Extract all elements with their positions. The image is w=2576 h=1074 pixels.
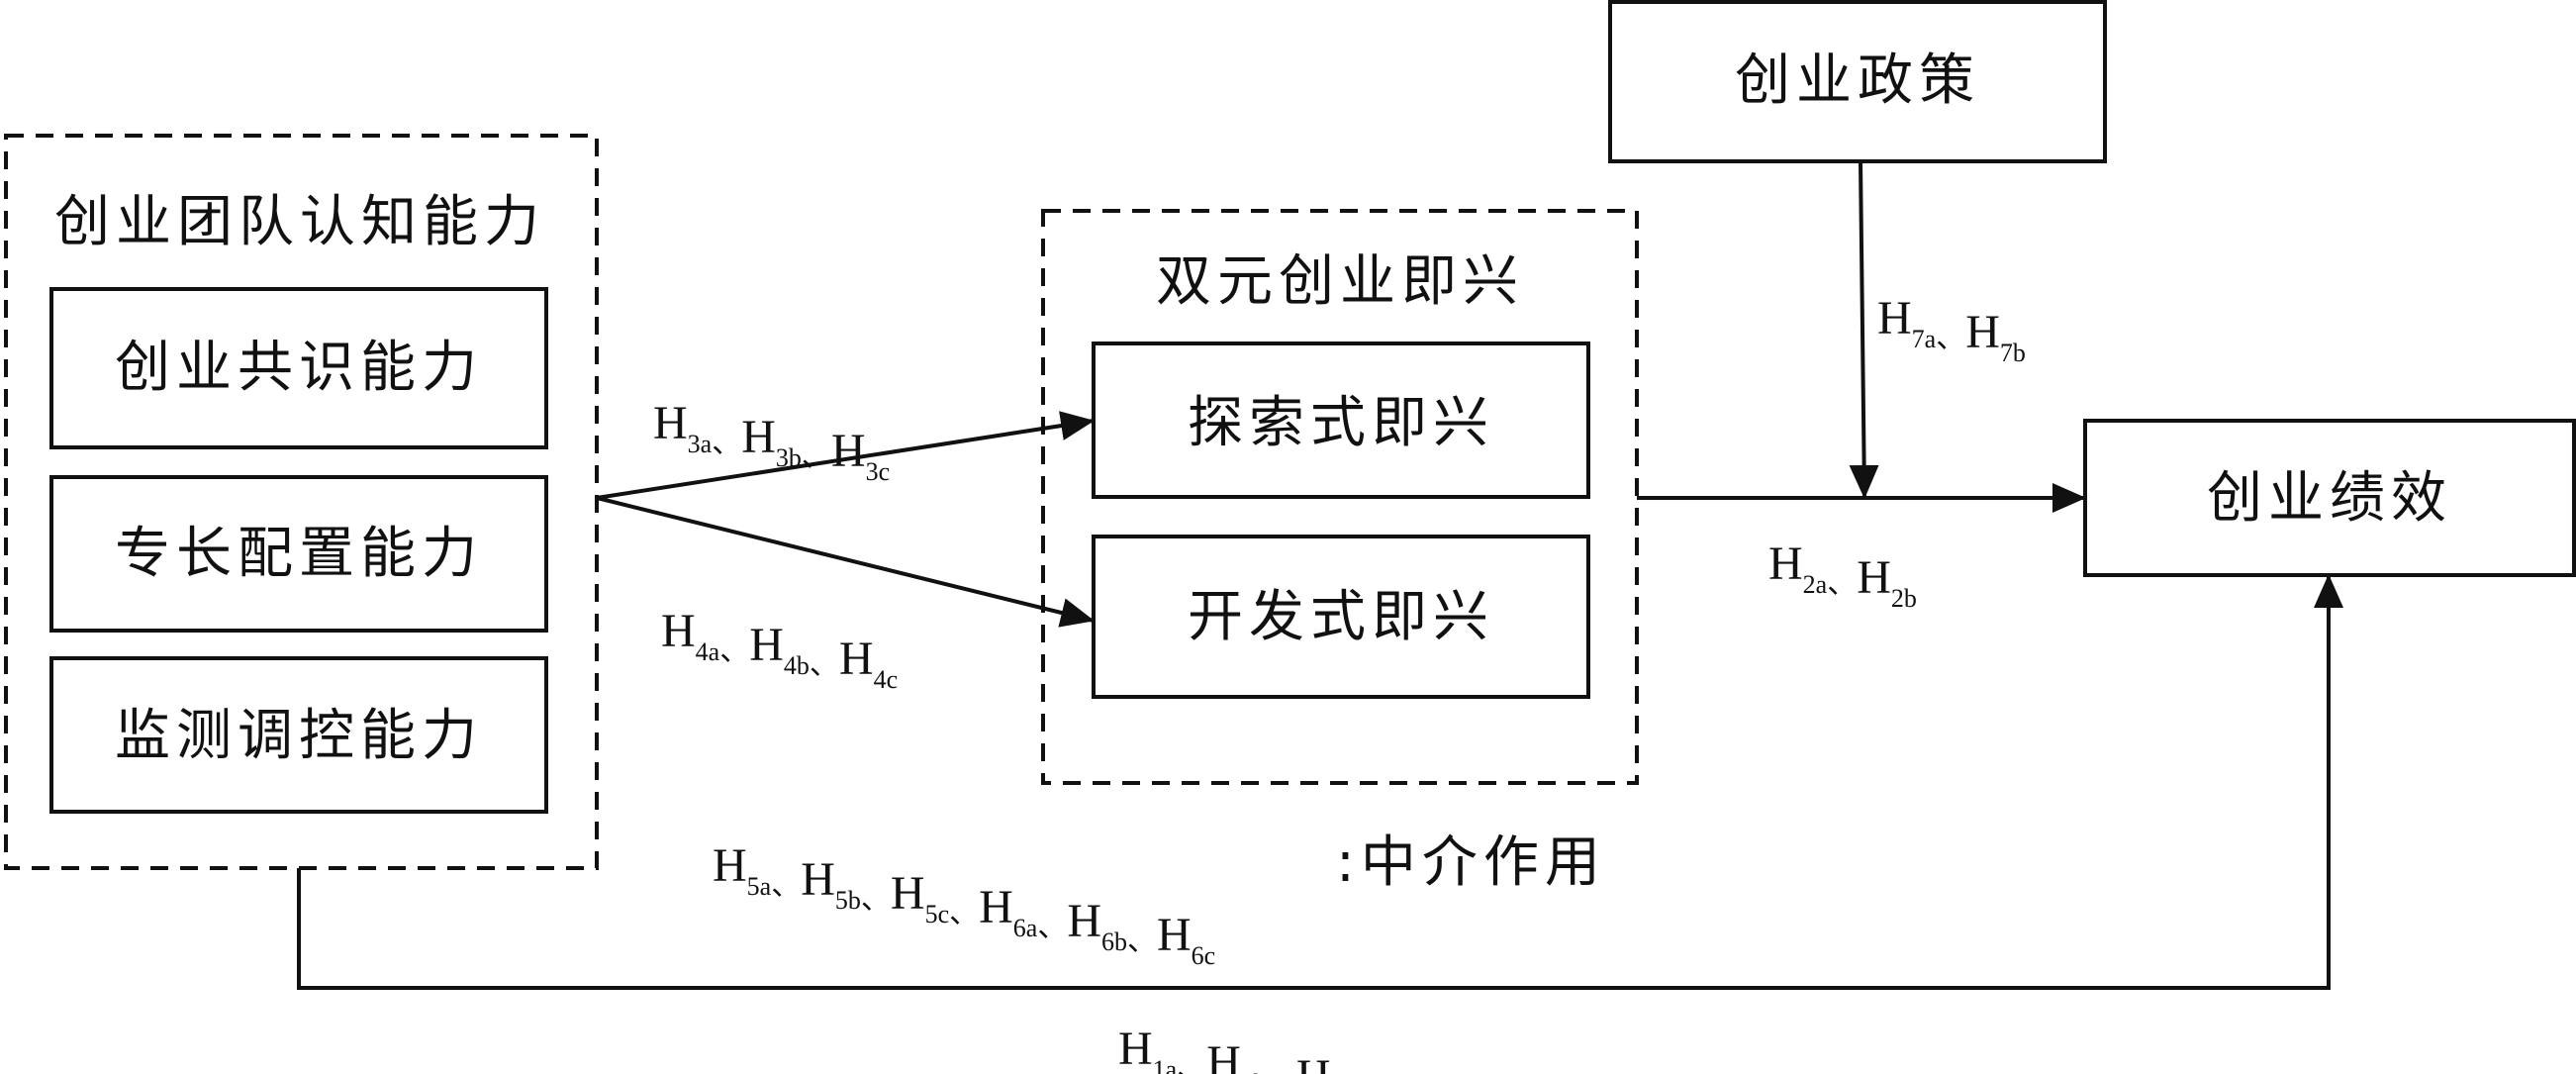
hypothesis-subscript: 1b xyxy=(1241,1069,1267,1074)
hypothesis-letter: H xyxy=(1118,1023,1153,1074)
hypothesis-separator: 、 xyxy=(719,634,749,668)
hypothesis-separator: 、 xyxy=(771,868,801,903)
hypothesis-letter: H xyxy=(1206,1036,1241,1074)
hypothesis-subscript: 5b xyxy=(835,886,861,915)
consensus-ability-label: 创业共识能力 xyxy=(115,336,483,400)
mediation-note: :中介作用 xyxy=(1336,830,1606,895)
hypothesis-letter: H xyxy=(801,853,835,906)
hypothesis-separator: 、 xyxy=(861,882,891,917)
hypothesis-h2-label: H2a、H2b xyxy=(1768,537,1917,613)
hypothesis-letter: H xyxy=(839,633,874,685)
hypothesis-letter: H xyxy=(1877,292,1912,344)
hypothesis-separator: 、 xyxy=(1936,321,1965,355)
hypothesis-subscript: 6c xyxy=(1192,941,1216,970)
policy-box xyxy=(1608,0,2107,163)
hypothesis-separator: 、 xyxy=(949,896,979,930)
hypothesis-h1-label: H1a、H1b、H1c xyxy=(1118,1023,1355,1074)
hypothesis-subscript: 4c xyxy=(874,665,899,694)
hypothesis-separator: 、 xyxy=(802,439,831,474)
hypothesis-subscript: 6a xyxy=(1013,914,1038,942)
hypothesis-subscript: 4a xyxy=(696,637,720,666)
hypothesis-letter: H xyxy=(741,411,776,463)
hypothesis-subscript: 3c xyxy=(866,457,891,486)
hypothesis-letter: H xyxy=(891,867,925,920)
hypothesis-separator: 、 xyxy=(1177,1051,1206,1074)
hypothesis-subscript: 6b xyxy=(1101,928,1127,956)
hypothesis-separator: 、 xyxy=(1127,924,1157,958)
hypothesis-h4-label: H4a、H4b、H4c xyxy=(661,605,898,694)
exploratory-improvisation-label: 探索式即兴 xyxy=(1188,391,1494,455)
hypothesis-subscript: 7b xyxy=(2000,339,2026,367)
team-cognition-group xyxy=(4,134,599,870)
arrow-cognition-to-exploitative xyxy=(596,496,1095,628)
hypothesis-subscript: 3a xyxy=(688,430,713,458)
hypothesis-separator: 、 xyxy=(1827,566,1857,601)
hypothesis-separator: 、 xyxy=(1267,1065,1296,1074)
hypothesis-letter: H xyxy=(653,397,688,449)
hypothesis-subscript: 7a xyxy=(1912,325,1937,353)
hypothesis-letter: H xyxy=(1157,909,1192,961)
hypothesis-letter: H xyxy=(1296,1050,1331,1074)
team-cognition-title: 创业团队认知能力 xyxy=(54,190,545,254)
hypothesis-subscript: 3b xyxy=(776,443,802,472)
hypothesis-subscript: 1a xyxy=(1153,1055,1178,1074)
hypothesis-h7-label: H7a、H7b xyxy=(1877,292,2026,367)
hypothesis-letter: H xyxy=(749,619,784,671)
hypothesis-h3-label: H3a、H3b、H3c xyxy=(653,397,890,486)
arrow-cognition-to-performance xyxy=(297,574,2343,990)
hypothesis-separator: 、 xyxy=(810,647,839,682)
hypothesis-subscript: 5a xyxy=(747,872,772,901)
ambidextrous-improvisation-title: 双元创业即兴 xyxy=(1156,249,1524,314)
hypothesis-separator: 、 xyxy=(1037,910,1067,944)
monitoring-control-box xyxy=(49,656,548,814)
hypothesis-letter: H xyxy=(713,839,747,892)
exploitative-improvisation-label: 开发式即兴 xyxy=(1188,585,1494,649)
monitoring-control-label: 监测调控能力 xyxy=(115,704,483,768)
hypothesis-letter: H xyxy=(1768,537,1803,590)
hypothesis-subscript: 2b xyxy=(1891,584,1917,613)
hypothesis-letter: H xyxy=(1857,551,1891,604)
hypothesis-subscript: 2a xyxy=(1803,570,1828,599)
expertise-allocation-label: 专长配置能力 xyxy=(115,522,483,586)
hypothesis-subscript: 4b xyxy=(784,651,810,680)
ambidextrous-improvisation-group xyxy=(1041,209,1639,785)
expertise-allocation-box xyxy=(49,475,548,633)
consensus-ability-box xyxy=(49,287,548,449)
hypothesis-letter: H xyxy=(1067,895,1101,947)
hypothesis-letter: H xyxy=(1965,306,2000,358)
hypothesis-letter: H xyxy=(831,425,866,477)
arrow-policy-moderation xyxy=(1849,160,1879,499)
hypothesis-letter: H xyxy=(979,881,1013,933)
policy-label: 创业政策 xyxy=(1735,49,1980,113)
performance-label: 创业绩效 xyxy=(2207,466,2452,531)
hypothesis-h5-h6-label: H5a、H5b、H5c、H6a、H6b、H6c xyxy=(713,839,1215,970)
hypothesis-subscript: 5c xyxy=(925,900,950,928)
arrow-cognition-to-exploratory xyxy=(596,411,1095,500)
hypothesis-letter: H xyxy=(661,605,696,657)
hypothesis-separator: 、 xyxy=(712,426,741,460)
